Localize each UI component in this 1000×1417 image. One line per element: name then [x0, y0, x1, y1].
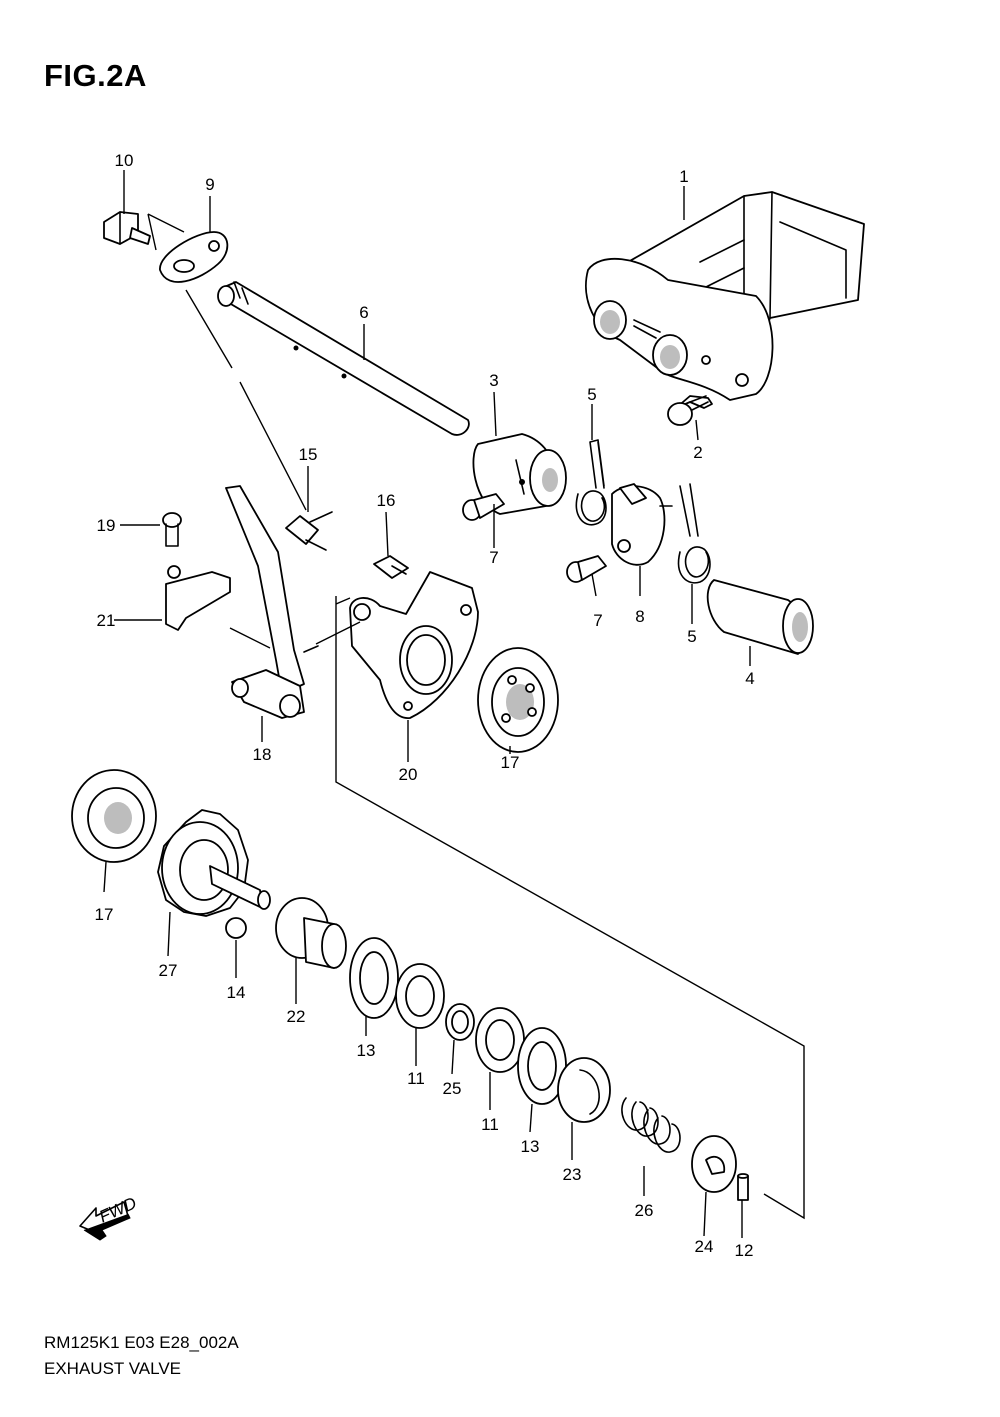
- callout-26: 26: [635, 1201, 654, 1220]
- callout-27: 27: [159, 961, 178, 980]
- callout-18: 18: [253, 745, 272, 764]
- part-12-pin[interactable]: [737, 1173, 749, 1201]
- callout-17a: 17: [501, 753, 520, 772]
- part-17-bearing-lower[interactable]: [71, 769, 157, 863]
- part-5-spring-lower[interactable]: [677, 483, 711, 584]
- callout-22: 22: [287, 1007, 306, 1026]
- part-5-spring-upper[interactable]: [575, 439, 607, 526]
- callout-8: 8: [635, 607, 644, 626]
- callout-11b: 11: [481, 1115, 499, 1134]
- part-23-cup[interactable]: [557, 1057, 611, 1123]
- callout-19: 19: [97, 516, 116, 535]
- part-4-pipe[interactable]: [706, 579, 814, 655]
- callout-1: 1: [679, 167, 688, 186]
- part-2-screw[interactable]: [667, 395, 713, 426]
- diagram-code: RM125K1 E03 E28_002A: [44, 1333, 239, 1352]
- part-14-ball[interactable]: [225, 917, 247, 939]
- callout-3: 3: [489, 371, 498, 390]
- fwd-arrow-icon: FWD: [79, 1193, 139, 1241]
- part-7-screw-lower[interactable]: [566, 555, 607, 583]
- callout-6: 6: [359, 303, 368, 322]
- part-25-ring[interactable]: [445, 1003, 475, 1041]
- callout-13a: 13: [357, 1041, 376, 1060]
- part-9-plate[interactable]: [159, 231, 229, 283]
- part-8-cam[interactable]: [611, 483, 673, 566]
- part-11-washer-1[interactable]: [395, 963, 445, 1029]
- callout-5a: 5: [587, 385, 596, 404]
- callout-17b: 17: [95, 905, 114, 924]
- callout-7a: 7: [489, 548, 498, 567]
- part-1-valve-body[interactable]: [585, 191, 865, 401]
- callout-2: 2: [693, 443, 702, 462]
- part-11-washer-2[interactable]: [475, 1007, 525, 1073]
- callout-4: 4: [745, 669, 754, 688]
- callout-13b: 13: [521, 1137, 540, 1156]
- callout-labels: 1 2 3 4 5 5 6 7 7 8 9 10 11 11 12 13 13 …: [95, 151, 755, 1260]
- part-19-screw[interactable]: [162, 512, 182, 547]
- callout-24: 24: [695, 1237, 714, 1256]
- part-6-shaft[interactable]: [217, 281, 470, 436]
- part-27-gear[interactable]: [157, 809, 271, 917]
- part-21-bracket[interactable]: [165, 565, 231, 631]
- part-16-screw[interactable]: [373, 555, 409, 579]
- callout-15: 15: [299, 445, 318, 464]
- part-13-thrust-bearing-1[interactable]: [349, 937, 399, 1019]
- part-10-bolt[interactable]: [103, 211, 151, 245]
- callout-12: 12: [735, 1241, 754, 1260]
- diagram-caption: EXHAUST VALVE: [44, 1359, 181, 1378]
- part-13-thrust-bearing-2[interactable]: [517, 1027, 567, 1105]
- part-26-spring[interactable]: [621, 1097, 681, 1153]
- part-7-screw-upper[interactable]: [462, 493, 505, 521]
- part-24-retainer[interactable]: [691, 1135, 737, 1193]
- callout-5b: 5: [687, 627, 696, 646]
- part-15-clamp[interactable]: [285, 511, 333, 551]
- figure-title: FIG.2A: [44, 58, 147, 93]
- callout-23: 23: [563, 1165, 582, 1184]
- callout-20: 20: [399, 765, 418, 784]
- callout-11a: 11: [407, 1069, 425, 1088]
- part-17-bearing-upper[interactable]: [477, 647, 559, 753]
- callout-25: 25: [443, 1079, 462, 1098]
- part-18-lever[interactable]: [225, 485, 319, 719]
- callout-14: 14: [227, 983, 246, 1002]
- callout-10: 10: [115, 151, 134, 170]
- callout-16: 16: [377, 491, 396, 510]
- callout-7b: 7: [593, 611, 602, 630]
- callout-9: 9: [205, 175, 214, 194]
- part-22-collar[interactable]: [275, 897, 347, 969]
- part-20-bracket[interactable]: [349, 571, 479, 719]
- callout-21: 21: [97, 611, 116, 630]
- leader-lines: [103, 170, 805, 1238]
